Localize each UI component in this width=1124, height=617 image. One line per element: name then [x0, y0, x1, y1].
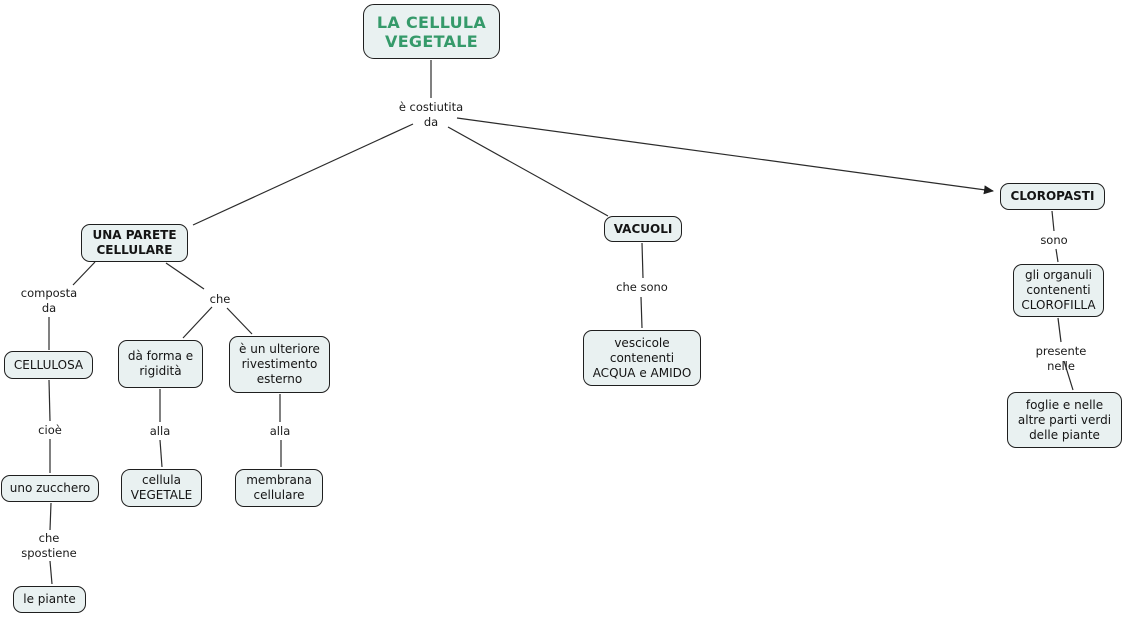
connector-line: [640, 296, 643, 329]
connector-line: [1057, 317, 1062, 343]
node-foglie-parti-verdi[interactable]: foglie e nelle altre parti verdi delle p…: [1007, 392, 1122, 448]
edge-label-che-spostiene[interactable]: che spostiene: [21, 531, 77, 560]
node-ulteriore-rivestimento-esterno[interactable]: è un ulteriore rivestimento esterno: [229, 336, 330, 393]
connector-line: [1063, 360, 1074, 391]
node-le-piante[interactable]: le piante: [13, 586, 86, 613]
connector-line: [165, 262, 205, 290]
edge-label-sono[interactable]: sono: [1040, 233, 1068, 247]
edge-label-che[interactable]: che: [209, 292, 231, 306]
node-cellula-vegetale[interactable]: cellula VEGETALE: [121, 469, 202, 507]
edge-label-composta-da[interactable]: composta da: [20, 286, 78, 315]
edge-label-che-sono[interactable]: che sono: [616, 280, 668, 294]
connector-line: [159, 439, 163, 468]
node-uno-zucchero[interactable]: uno zucchero: [1, 475, 99, 502]
connector-line: [182, 306, 213, 339]
connector-line: [1055, 248, 1059, 263]
node-membrana-cellulare[interactable]: membrana cellulare: [235, 469, 323, 507]
node-da-forma-e-rigidita[interactable]: dà forma e rigidità: [118, 340, 203, 388]
node-cloropasti[interactable]: CLOROPASTI: [1000, 183, 1105, 210]
connector-line: [226, 307, 253, 335]
node-la-cellula-vegetale[interactable]: LA CELLULA VEGETALE: [363, 4, 500, 59]
connector-line: [49, 560, 53, 585]
edge-label-e-costiutita-da[interactable]: è costiutita da: [398, 100, 464, 129]
node-una-parete-cellulare[interactable]: UNA PARETE CELLULARE: [81, 224, 188, 262]
node-cellulosa[interactable]: CELLULOSA: [4, 351, 93, 379]
edge-label-alla-2[interactable]: alla: [269, 424, 291, 438]
connector-line: [1051, 210, 1055, 232]
connector-line: [641, 242, 644, 279]
node-vacuoli[interactable]: VACUOLI: [604, 216, 682, 242]
connector-line: [72, 261, 96, 286]
edge-label-presente-nelle[interactable]: presente nelle: [1035, 344, 1087, 373]
connector-line: [49, 502, 52, 531]
node-vescicole-acqua-amido[interactable]: vescicole contenenti ACQUA e AMIDO: [583, 330, 701, 386]
connector-line: [456, 117, 994, 195]
connector-line: [48, 379, 51, 422]
edge-label-alla-1[interactable]: alla: [149, 424, 171, 438]
connector-line: [192, 123, 414, 226]
edge-label-cioe[interactable]: cioè: [38, 423, 62, 437]
connector-line: [447, 126, 609, 217]
node-organuli-clorofilla[interactable]: gli organuli contenenti CLOROFILLA: [1013, 264, 1104, 317]
